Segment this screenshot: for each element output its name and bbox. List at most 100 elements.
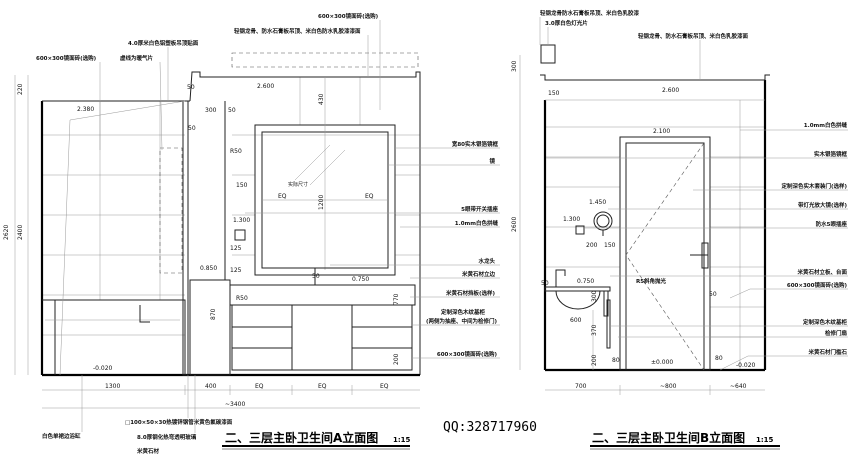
level-mark: 1.300 [563,216,580,223]
dim-text: EQ [365,193,374,200]
dimension-lines-a [14,75,420,409]
dim-text: 2620 [3,225,10,240]
drawing-scale-a: 1:15 [393,436,411,444]
level-mark: 0.850 [200,265,217,272]
elevation-a: 2620 2400 220 50 300 50 50 430 1200 EQ E… [3,12,500,455]
callout-label: 带灯光放大镜(选样) [798,201,848,209]
vanity-cabinet [231,304,413,371]
drawing-title-a: 二、三层主卧卫生间A立面图 [225,430,378,445]
dim-text: 80 [612,357,620,364]
callout-label: 水龙头 [478,257,495,265]
dim-text: 700 [575,383,587,390]
level-mark: 0.750 [352,276,369,283]
callout-label: 米黄石材挡板(选样) [446,289,496,297]
dim-text: 400 [205,383,217,390]
callout-label: 米黄石材门槛石 [808,348,847,356]
light-box [540,44,556,64]
dim-text: 770 [393,293,400,305]
dim-text: R50 [236,295,248,302]
callout-label: 轻钢龙骨、防水石膏板吊顶、米白色乳胶漆面 [638,32,749,40]
dim-text: 1200 [318,195,325,210]
tile-grid-b [545,100,765,370]
vanity-top [229,284,416,306]
dim-text: 200 [393,353,400,365]
dim-text: 150 [548,90,560,97]
faucet-b [555,269,566,287]
dim-text: ~640 [730,383,747,390]
callout-label: 定制深色实木套装门(选样) [780,182,847,190]
dim-text: 200 [591,354,598,366]
callout-label: 1.0mm白色拼缝 [804,121,848,129]
dim-text: 300 [591,290,598,302]
level-mark: 1.450 [589,199,606,206]
callout-label: 防水5眼插座 [816,220,848,228]
callout-label: 600×300镜面砖(选购) [318,12,379,20]
callout-label: 米黄石材立边 [462,270,496,278]
callout-label: 定制深色木纹基柜 [440,308,486,316]
callout-label: □100×50×30热镀锌钢管米黄色氟碳漆面 [125,418,233,426]
dim-text: 80 [715,355,723,362]
outlet-a [234,229,246,241]
dim-text: 2400 [17,225,24,240]
dim-text: 300 [511,60,518,72]
dim-text: EQ [380,383,389,390]
callout-label: 1.0mm白色拼缝 [455,219,499,227]
callout-label: (两侧为抽座、中间为检修门) [426,317,498,325]
callout-label: 600×300镜面砖(选购) [787,281,848,289]
dim-text: 300 [205,107,217,114]
callout-label: 600×300镜面砖(选购) [36,54,97,62]
dim-text: 50 [187,84,195,91]
callout-label: 4.0厚米白色铝塑板吊顶贴面 [128,39,199,47]
callout-label: 600×300镜面砖(选购) [437,350,498,358]
dim-text: 50 [228,107,236,114]
tub-faucet [139,305,150,323]
dim-text: 125 [230,267,242,274]
door-swing [625,142,705,371]
callout-label: 虚线为暖气片 [120,54,154,62]
ceiling-dashed-box [231,52,419,68]
faucet-a [314,267,335,285]
level-mark: 1.300 [233,217,250,224]
dim-text: 2600 [511,217,518,232]
dim-text: 150 [236,182,248,189]
callout-label: 轻钢龙骨防水石膏板吊顶、米白色乳胶漆 [540,9,640,17]
level-mark: -0.020 [736,362,756,369]
door-frame [619,136,711,371]
dim-text: 50 [188,125,196,132]
dim-text: 50 [709,291,717,298]
stone-side [189,279,231,376]
drawing-scale-b: 1:15 [756,436,774,444]
level-mark: 2.100 [653,128,670,135]
dim-text: ~800 [660,383,677,390]
level-mark: 2.600 [662,87,679,94]
level-mark: -0.020 [93,365,113,372]
callout-label: 5眼带开关插座 [461,205,498,213]
dim-text: 50 [541,280,549,287]
outlet-b [575,225,585,235]
watermark: QQ:328717960 [443,420,537,435]
dim-text: R5斜角抛光 [636,277,667,285]
sink-basin [555,290,601,310]
bathtub [42,299,186,375]
dim-text: 200 [586,242,598,249]
callout-label: 米黄石材 [137,447,160,455]
tile-grid-a [42,77,420,336]
dim-text: EQ [278,193,287,200]
callout-label: 定制深色木纹基柜 [802,318,848,326]
drawing-title-b: 二、三层主卧卫生间B立面图 [592,430,745,445]
callout-label: 宽80实木银箔镜框 [451,140,499,148]
dim-text: 370 [591,324,598,336]
dim-text: EQ [255,383,264,390]
dim-text: 150 [604,242,616,249]
sink-counter [544,286,611,292]
dim-text: 600 [570,317,582,324]
level-mark: ±0.000 [651,359,673,366]
level-mark: 2.380 [77,106,94,113]
dim-text: 50 [312,273,320,280]
door [625,142,705,371]
dim-text: 430 [318,93,325,105]
dimension-lines-b [519,55,765,395]
callout-label: 检修门扇 [825,329,848,337]
callout-label: 镜 [489,157,495,165]
